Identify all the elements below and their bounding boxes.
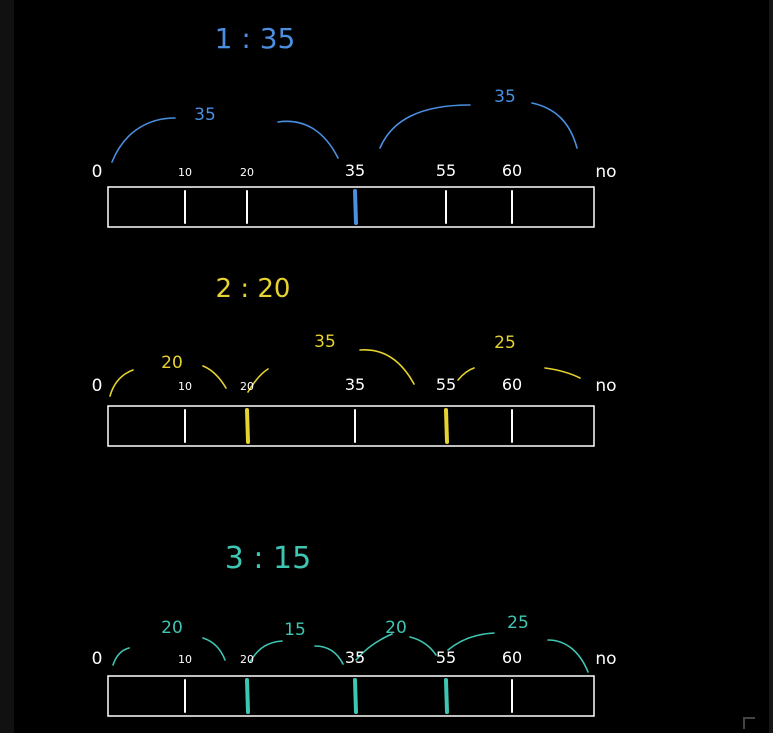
diagram-3-gap-arc	[547, 639, 589, 673]
diagram-1-gap-label: 35	[194, 105, 216, 125]
diagram-3-gap-arc	[409, 636, 437, 656]
diagram-3-gap-arc	[355, 633, 393, 661]
diagram-2-gap-label: 25	[494, 333, 516, 353]
diagram-2-title: 2 : 20	[216, 274, 291, 304]
diagram-3-gap-arc	[314, 645, 344, 665]
diagram-1-gap-arc	[277, 120, 339, 159]
diagram-3-tick-label: 55	[436, 648, 456, 667]
diagram-2-gap-arc	[202, 365, 227, 389]
diagram-2-gap-arc	[109, 369, 134, 397]
diagram-3-tick-label: 10	[178, 653, 192, 666]
diagram-3-gap-arc	[249, 640, 283, 663]
diagram-1-tick-label: 10	[178, 166, 192, 179]
diagram-3-tick-label: 60	[502, 648, 522, 667]
diagram-3-gap-arc	[112, 647, 130, 666]
diagram-3-tick-label: 35	[345, 648, 365, 667]
diagram-1-start-label: 0	[92, 162, 103, 182]
diagram-1-gap-arc	[531, 102, 578, 149]
diagram-2-start-label: 0	[92, 376, 103, 396]
diagram-3-gap-label: 15	[284, 620, 306, 640]
diagram-3-tick-mark	[245, 678, 250, 714]
diagram-1-gap-label: 35	[494, 87, 516, 107]
diagram-2-tick-mark	[444, 408, 449, 444]
diagram-2-tick-label: 10	[178, 380, 192, 393]
diagram-1-tick-label: 20	[240, 166, 254, 179]
diagram-2-gap-arc	[457, 367, 475, 381]
diagram-2-end-label: no	[595, 376, 616, 396]
diagram-3-tick-mark	[353, 678, 358, 714]
diagram-3-gap-arc	[447, 632, 495, 651]
right-edge-panel	[769, 0, 773, 733]
diagram-3-gap-label: 20	[161, 618, 183, 638]
diagram-2-gap-arc	[359, 349, 415, 385]
diagram-3-tick-label: 20	[240, 653, 254, 666]
diagram-1-gap-arc	[379, 104, 471, 149]
diagram-2-tick-label: 60	[502, 375, 522, 394]
left-edge-panel	[0, 0, 14, 733]
diagram-2-tick-mark	[245, 408, 250, 444]
diagram-2-number-line	[107, 405, 595, 447]
diagram-2-gap-arc	[247, 368, 269, 393]
diagram-2-tick-label: 20	[240, 380, 254, 393]
diagram-3-gap-label: 20	[385, 618, 407, 638]
diagram-1-tick-label: 55	[436, 161, 456, 180]
diagram-3-start-label: 0	[92, 649, 103, 669]
diagram-2-gap-label: 35	[314, 332, 336, 352]
diagram-1-gap-arc	[111, 117, 176, 163]
diagram-2-tick-label: 35	[345, 375, 365, 394]
diagram-1-tick-label: 60	[502, 161, 522, 180]
diagram-1-end-label: no	[595, 162, 616, 182]
diagram-3-number-line	[107, 675, 595, 717]
diagram-1-title: 1 : 35	[215, 22, 296, 55]
diagram-3-gap-label: 25	[507, 613, 529, 633]
diagram-3-title: 3 : 15	[225, 541, 311, 576]
diagram-1-tick-mark	[353, 189, 358, 225]
diagram-3-end-label: no	[595, 649, 616, 669]
diagram-2-gap-label: 20	[161, 353, 183, 373]
diagram-1-tick-label: 35	[345, 161, 365, 180]
diagram-2-gap-arc	[544, 367, 581, 379]
diagram-3-tick-mark	[444, 678, 449, 714]
corner-resize-icon[interactable]	[743, 717, 755, 729]
diagram-2-tick-label: 55	[436, 375, 456, 394]
diagram-1-number-line	[107, 186, 595, 228]
diagram-3-gap-arc	[202, 637, 226, 661]
